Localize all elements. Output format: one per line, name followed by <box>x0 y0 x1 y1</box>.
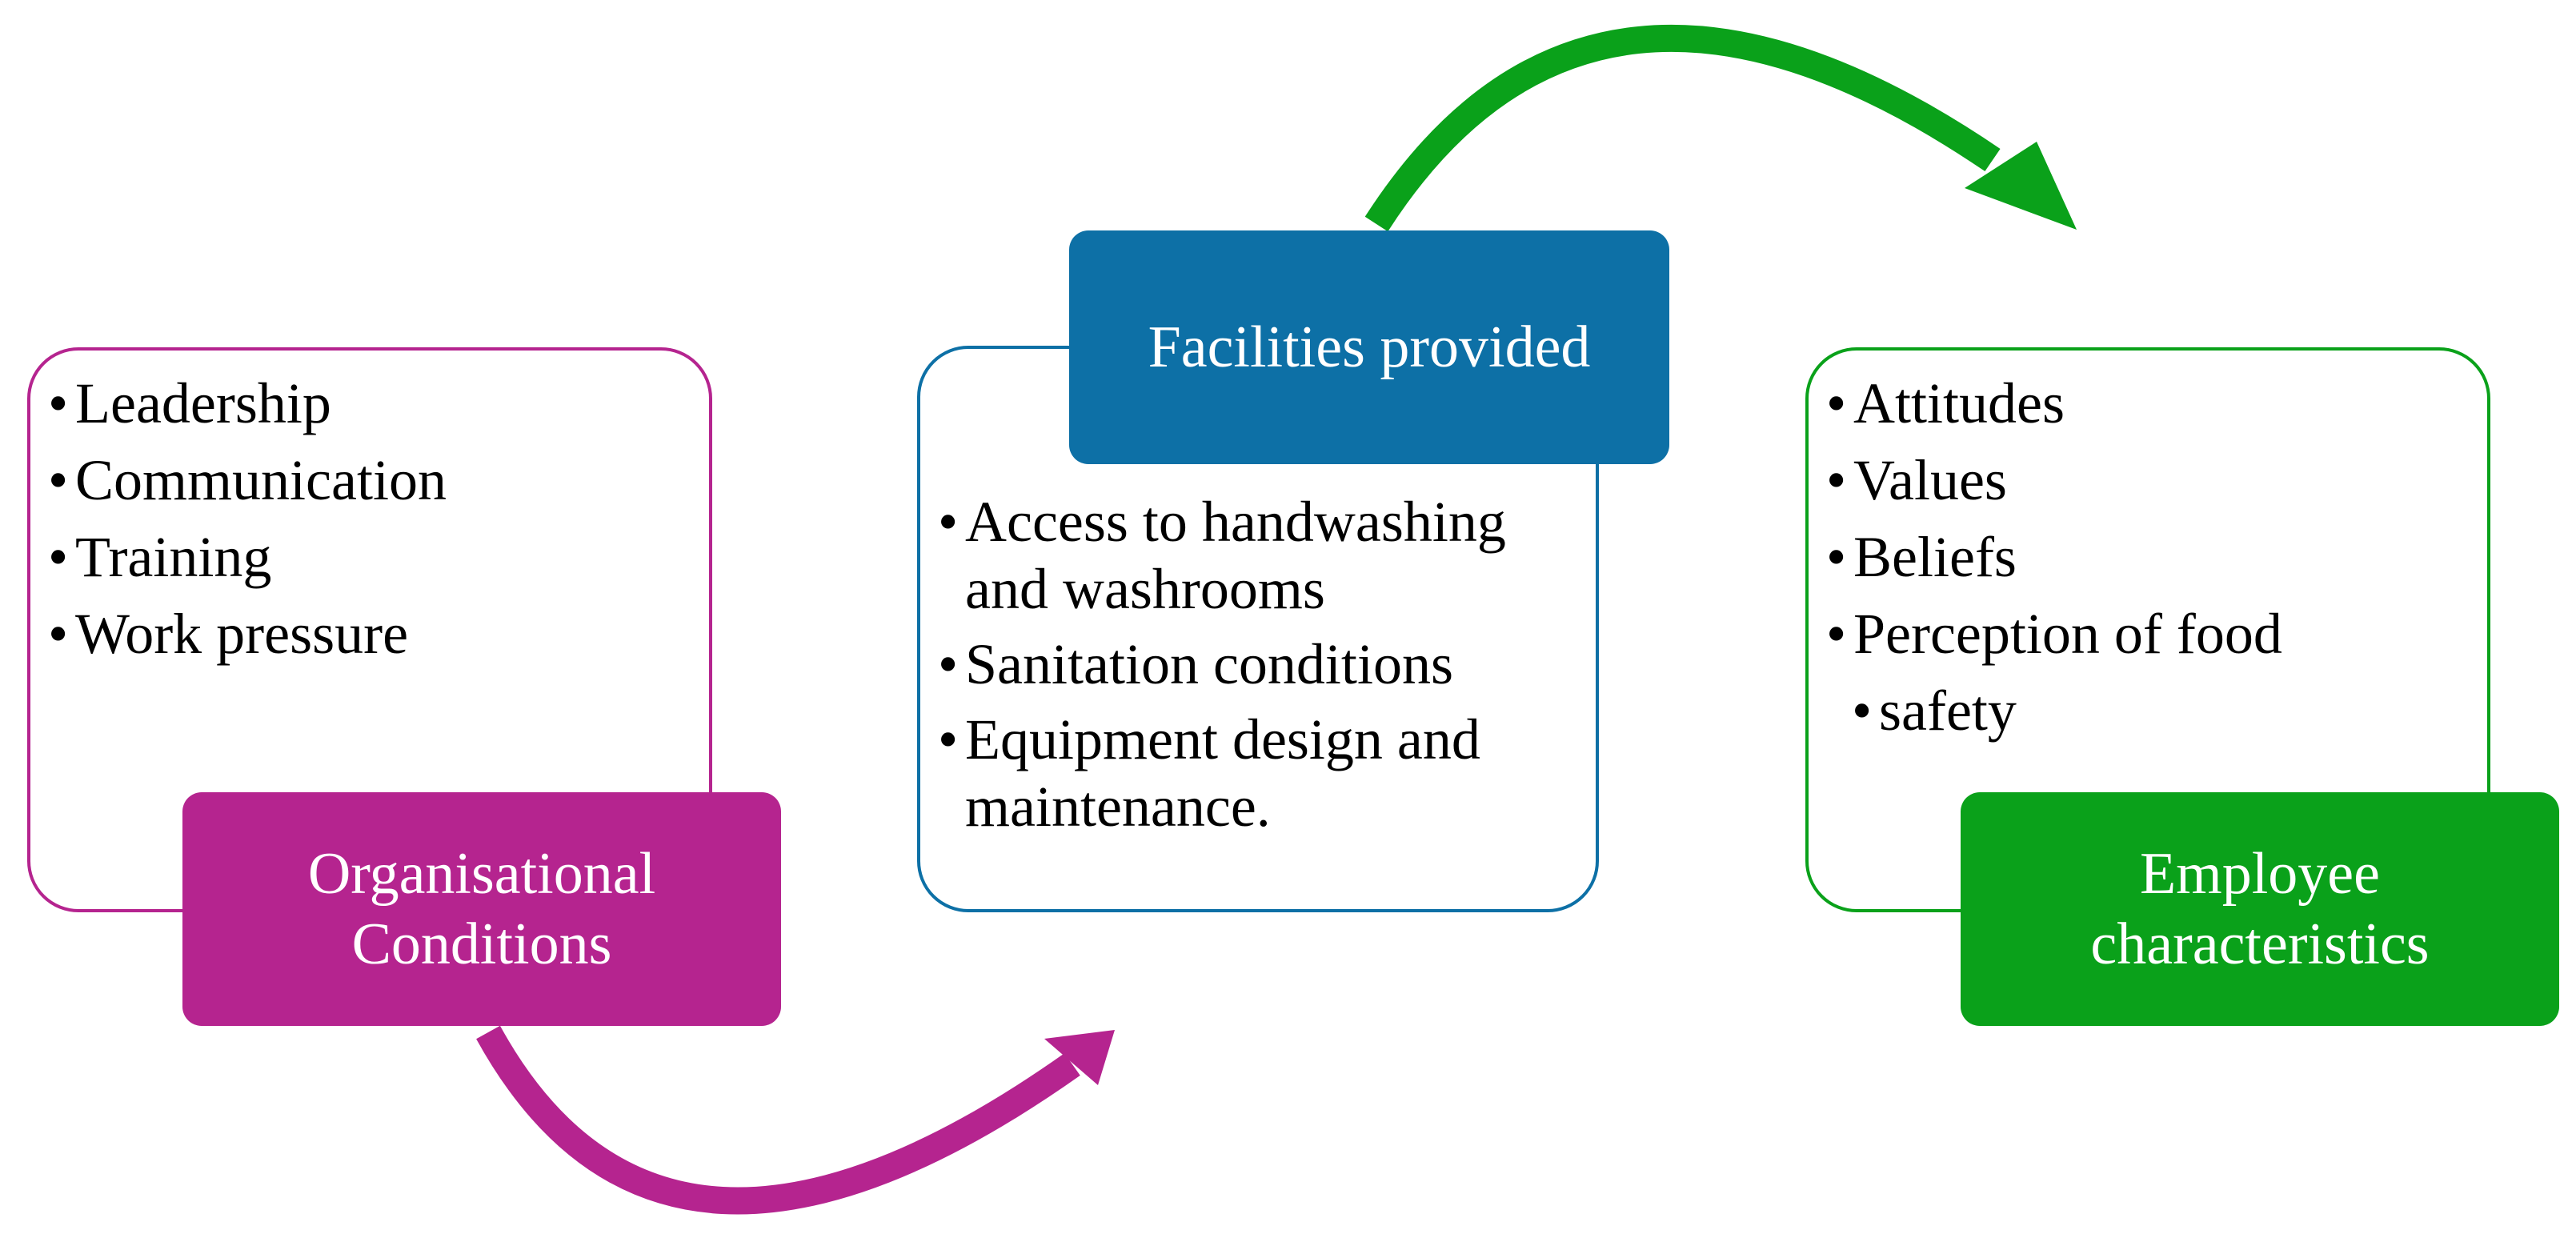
organisational-to-facilities-arrow <box>476 1025 1115 1215</box>
employee-title: Employee characteristics <box>1961 792 2559 1026</box>
facilities-list: Access to handwashing and washrooms Sani… <box>938 488 1594 848</box>
organisational-title-line: Organisational <box>307 841 656 907</box>
list-item: Sanitation conditions <box>938 631 1594 698</box>
employee-title-line: Employee <box>2139 841 2380 907</box>
facilities-title: Facilities provided <box>1069 230 1669 464</box>
list-item: Values <box>1826 442 2466 519</box>
list-item: Equipment design and maintenance. <box>938 706 1594 840</box>
organisational-list: Leadership Communication Training Work p… <box>48 365 688 672</box>
facilities-title-text: Facilities provided <box>1148 315 1591 380</box>
facilities-to-employee-arrow <box>1364 24 2077 232</box>
employee-list: Attitudes Values Beliefs Perception of f… <box>1826 365 2466 749</box>
employee-title-line: characteristics <box>2090 911 2430 977</box>
list-item: Perception of food <box>1826 595 2466 672</box>
list-item: Leadership <box>48 365 688 442</box>
list-item: Communication <box>48 442 688 519</box>
organisational-title: Organisational Conditions <box>182 792 781 1026</box>
list-item: Attitudes <box>1826 365 2466 442</box>
organisational-title-line: Conditions <box>351 911 612 977</box>
list-item: Training <box>48 519 688 595</box>
list-item: Beliefs <box>1826 519 2466 595</box>
list-item: Work pressure <box>48 595 688 672</box>
list-item: Access to handwashing and washrooms <box>938 488 1594 623</box>
list-item: safety <box>1852 672 2466 749</box>
